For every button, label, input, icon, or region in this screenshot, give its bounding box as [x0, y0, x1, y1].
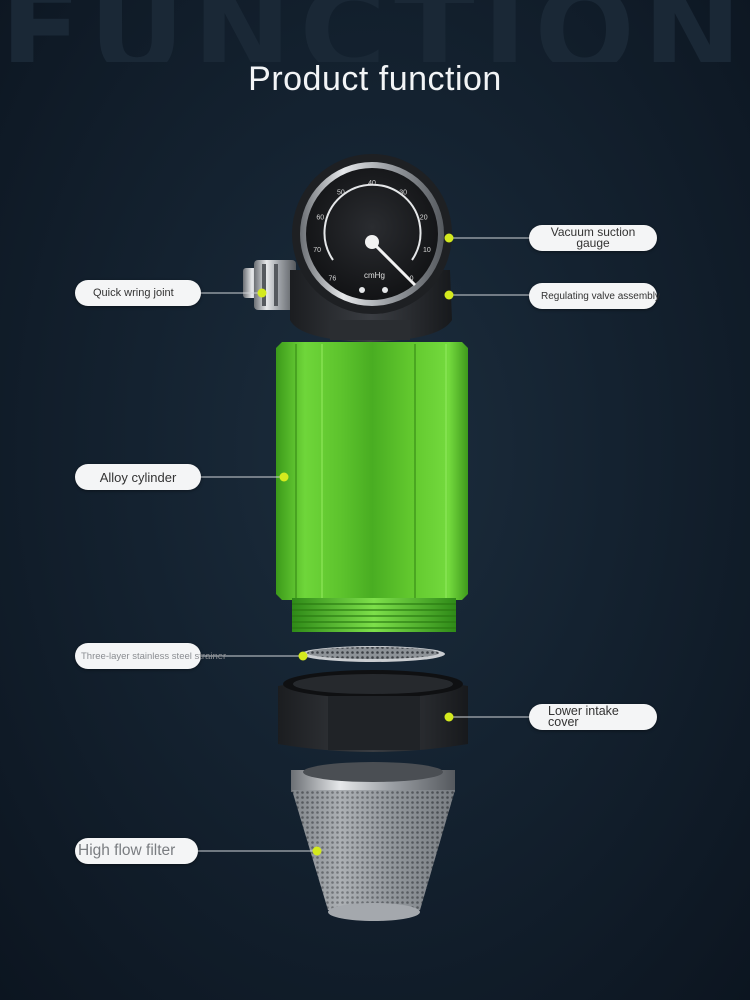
- callout-dots: [257, 233, 454, 856]
- gauge-tick-label: 76: [329, 276, 337, 283]
- alloy-cylinder-body: [276, 342, 468, 632]
- lower-intake-cover: [278, 670, 468, 752]
- quick-joint-label: Quick wring joint: [75, 280, 201, 306]
- lower-cover-label: Lower intake cover: [529, 704, 657, 730]
- gauge-tick-label: 50: [337, 189, 345, 196]
- gauge-tick-label: 20: [420, 215, 428, 222]
- gauge-unit: cmHg: [364, 271, 385, 280]
- gauge-tick-label: 70: [313, 247, 321, 254]
- steel-strainer-disk: [301, 646, 445, 662]
- gauge-tick-label: 10: [423, 247, 431, 254]
- leader-lines: [198, 237, 530, 852]
- gauge-tick-label: 40: [368, 180, 376, 187]
- alloy-cylinder-label: Alloy cylinder: [75, 464, 201, 490]
- vacuum-gauge: [292, 154, 452, 314]
- strainer-label: Three-layer stainless steel strainer: [75, 643, 226, 669]
- high-flow-filter-label: High flow filter: [75, 838, 198, 864]
- vacuum-gauge-label: Vacuum suction gauge: [529, 225, 657, 251]
- gauge-tick-label: 30: [399, 189, 407, 196]
- gauge-tick-label: 0: [410, 276, 414, 283]
- quick-joint-fitting: [243, 260, 296, 310]
- page-title: Product function: [248, 60, 502, 98]
- regulating-valve-label: Regulating valve assembly: [529, 283, 660, 309]
- background-watermark: FUNCTION: [0, 0, 750, 62]
- high-flow-filter-cone: [291, 762, 455, 921]
- gauge-tick-label: 60: [316, 215, 324, 222]
